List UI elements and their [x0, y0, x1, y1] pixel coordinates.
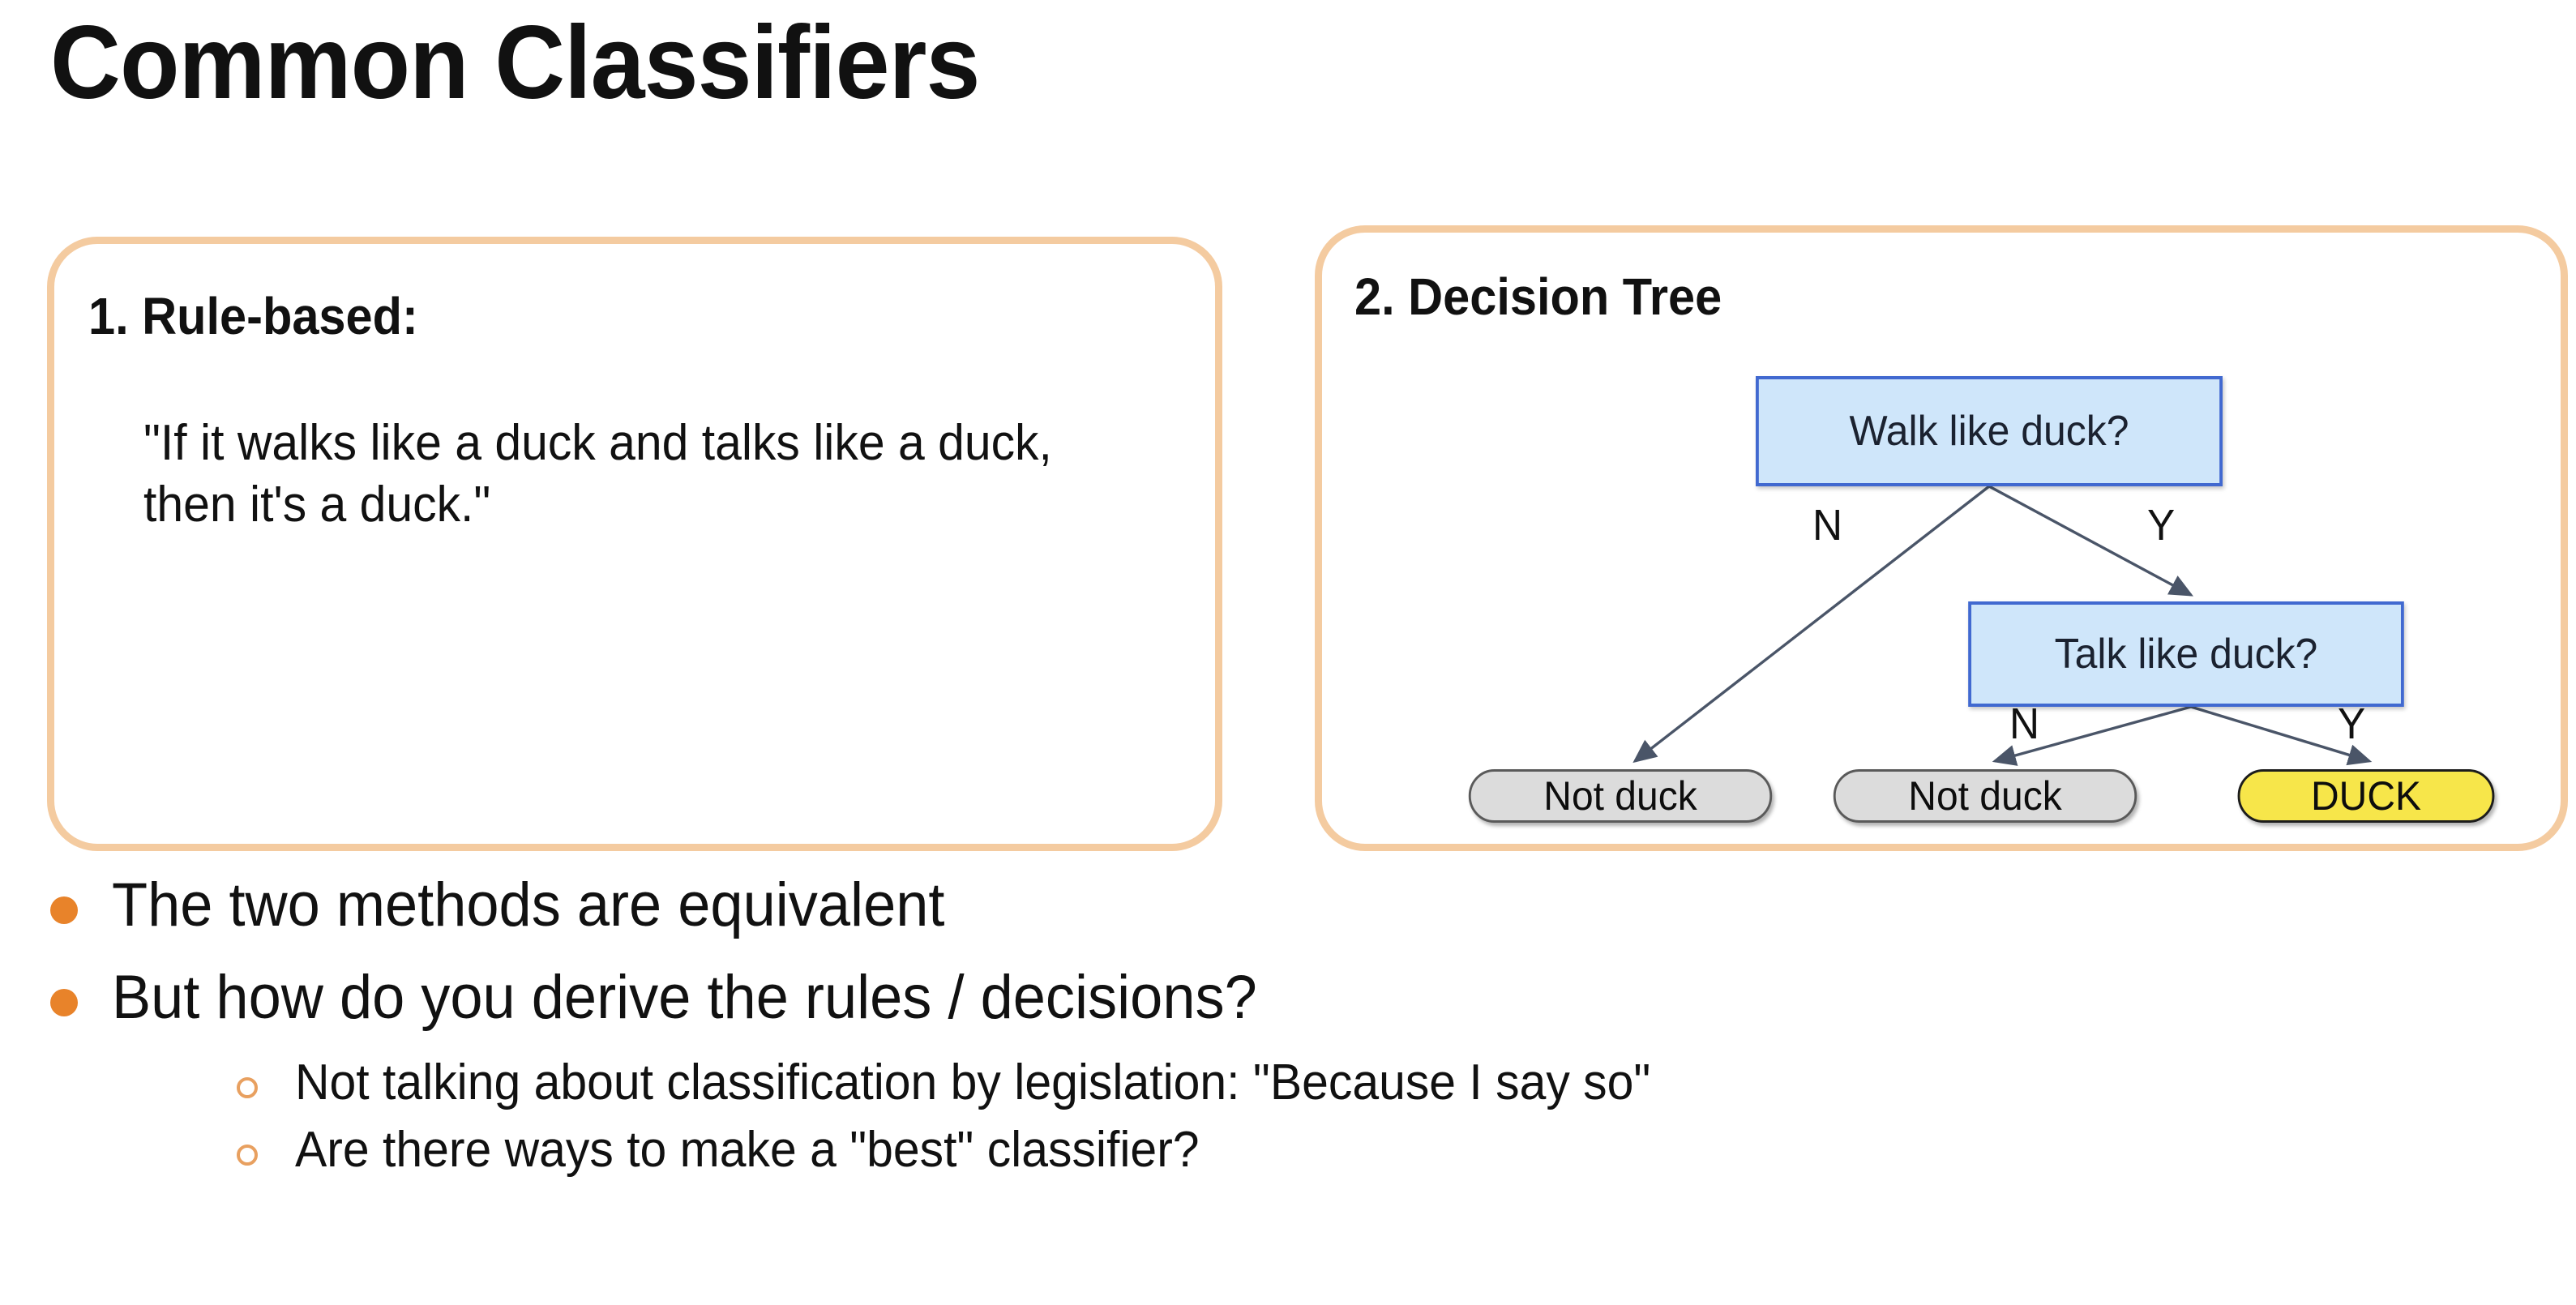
bullet-circle-outline-icon: [237, 1077, 258, 1099]
tree-leaf-duck[interactable]: DUCK: [2237, 769, 2495, 823]
edge-label-talk-yes: Y: [2338, 700, 2366, 748]
sub-bullet-item: Are there ways to make a "best" classifi…: [237, 1120, 2523, 1180]
bullet-list: The two methods are equivalent But how d…: [50, 869, 2523, 1187]
sub-bullet-text: Not talking about classification by legi…: [295, 1055, 1651, 1111]
edge-walk-to-leaf1: [1632, 485, 1991, 764]
bullet-dot-icon: [50, 988, 78, 1016]
bullet-item: But how do you derive the rules / decisi…: [50, 961, 2523, 1034]
tree-leaf-not-duck-left[interactable]: Not duck: [1468, 769, 1773, 823]
bullet-circle-outline-icon: [237, 1144, 258, 1166]
sub-bullet-text: Are there ways to make a "best" classifi…: [295, 1121, 1200, 1178]
bullet-item: The two methods are equivalent: [50, 869, 2523, 942]
sub-bullet-item: Not talking about classification by legi…: [237, 1053, 2523, 1113]
edge-talk-to-leaf3: [2190, 705, 2373, 766]
panel-rule-based: 1. Rule-based: "If it walks like a duck …: [47, 237, 1222, 851]
page-title: Common Classifiers: [50, 5, 980, 121]
tree-node-walk-like-duck[interactable]: Walk like duck?: [1756, 376, 2223, 486]
panel-heading-rule-based: 1. Rule-based:: [88, 287, 418, 345]
edge-label-walk-no: N: [1812, 501, 1843, 550]
panel-heading-decision-tree: 2. Decision Tree: [1354, 267, 1722, 326]
decision-tree-edges: [1632, 485, 2373, 766]
bullet-dot-icon: [50, 896, 78, 924]
tree-node-talk-like-duck[interactable]: Talk like duck?: [1968, 601, 2404, 707]
edge-label-walk-yes: Y: [2147, 501, 2176, 550]
edge-walk-to-talk: [1988, 485, 2193, 597]
decision-tree-diagram: Walk like duck? Talk like duck? Not duck…: [1322, 233, 2575, 858]
bullet-text: The two methods are equivalent: [112, 871, 945, 939]
bullet-text: But how do you derive the rules / decisi…: [112, 962, 1257, 1032]
panel-decision-tree: 2. Decision Tree Walk like duck? Talk li: [1315, 225, 2568, 851]
tree-leaf-not-duck-middle[interactable]: Not duck: [1833, 769, 2137, 823]
edge-talk-to-leaf2: [1992, 705, 2192, 766]
rule-based-quote: "If it walks like a duck and talks like …: [143, 415, 1052, 533]
edge-label-talk-no: N: [2009, 700, 2040, 748]
